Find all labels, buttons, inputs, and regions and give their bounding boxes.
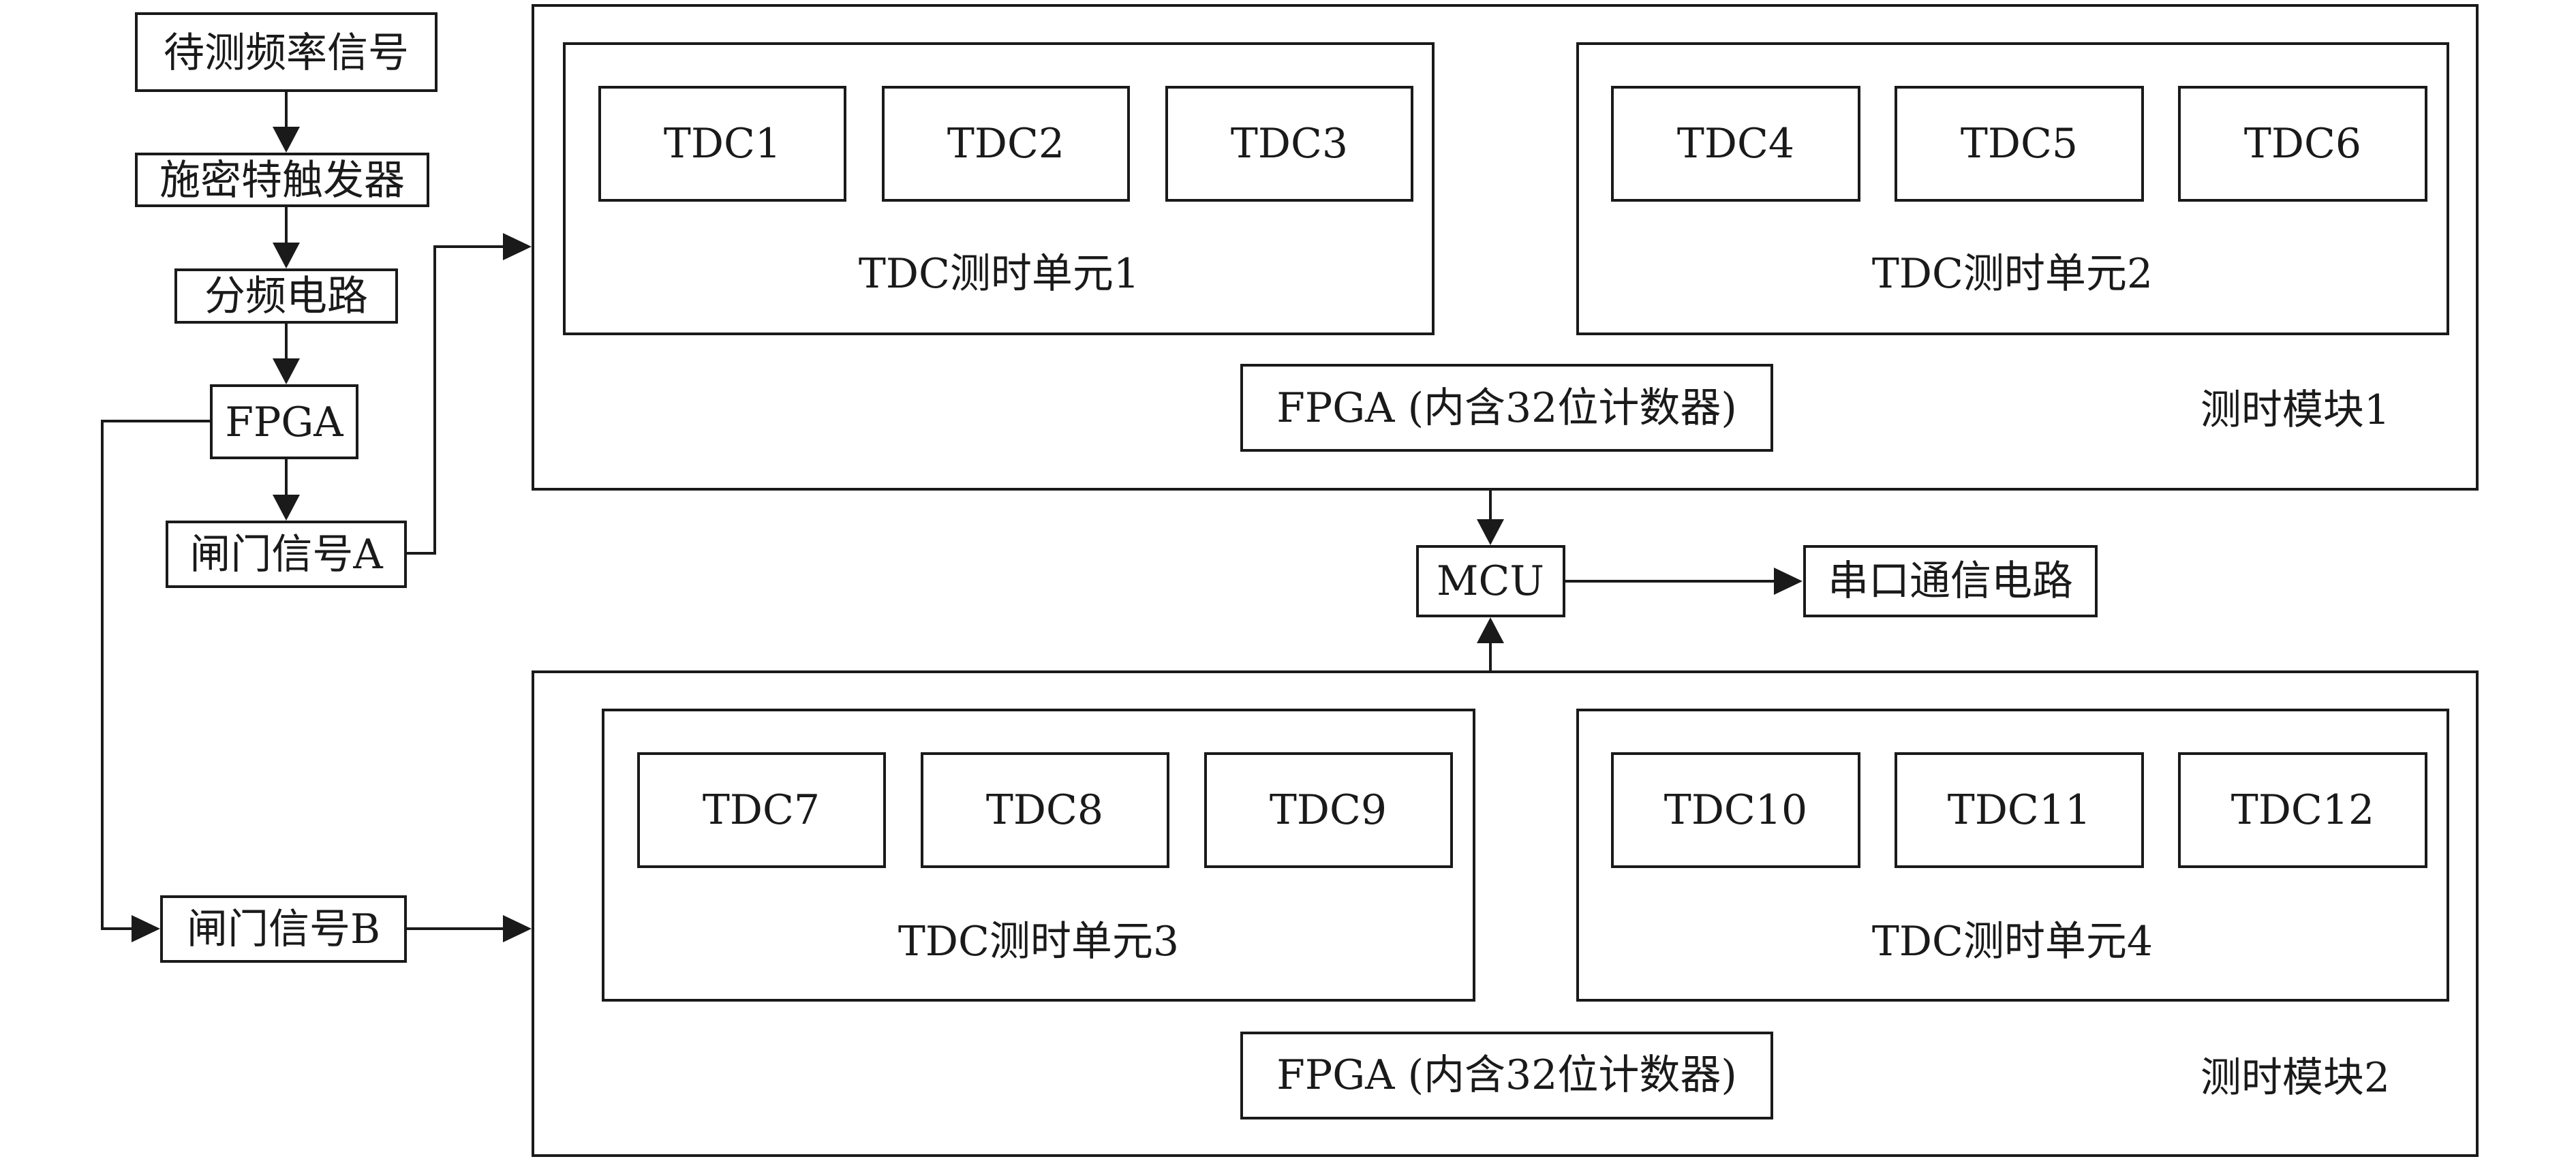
tdc-9: TDC9 (1204, 752, 1453, 868)
tdc-3-label: TDC3 (1231, 120, 1348, 168)
arrowhead-gate-b-to-module2 (503, 915, 532, 942)
timing-module-1: TDC1 TDC2 TDC3 TDC测时单元1 TDC4 TDC5 (532, 4, 2479, 491)
arrowhead-gate-a-to-module1 (503, 233, 532, 260)
tdc-6-label: TDC6 (2244, 120, 2361, 168)
schmitt-trigger-box: 施密特触发器 (135, 153, 429, 207)
tdc-5-label: TDC5 (1961, 120, 2078, 168)
tdc-unit-2: TDC4 TDC5 TDC6 TDC测时单元2 (1576, 42, 2449, 335)
tdc-2: TDC2 (882, 86, 1130, 202)
tdc-3: TDC3 (1165, 86, 1413, 202)
divider-box: 分频电路 (174, 268, 398, 324)
tdc-10-label: TDC10 (1664, 786, 1807, 834)
arrowhead-fpga-to-gate-b (132, 915, 160, 942)
tdc-10: TDC10 (1611, 752, 1860, 868)
arrowhead-divider-to-fpga (273, 358, 300, 384)
tdc-unit-3-label: TDC测时单元3 (898, 918, 1179, 965)
gate-a-box: 闸门信号A (166, 521, 407, 588)
tdc-unit-2-label: TDC测时单元2 (1872, 250, 2153, 298)
tdc-6: TDC6 (2178, 86, 2427, 202)
signal-box: 待测频率信号 (135, 12, 438, 92)
module-2-fpga: FPGA (内含32位计数器) (1240, 1032, 1773, 1119)
module-2-fpga-label: FPGA (内含32位计数器) (1276, 1051, 1737, 1099)
tdc-8: TDC8 (921, 752, 1169, 868)
arrowhead-schmitt-to-divider (273, 243, 300, 268)
module-1-fpga: FPGA (内含32位计数器) (1240, 364, 1773, 452)
tdc-2-label: TDC2 (947, 120, 1064, 168)
timing-module-2: TDC7 TDC8 TDC9 TDC测时单元3 TDC10 TDC11 (532, 670, 2479, 1157)
connectors (101, 91, 1803, 942)
gate-a-label: 闸门信号A (189, 531, 383, 578)
module-1-fpga-label: FPGA (内含32位计数器) (1276, 384, 1737, 432)
tdc-4-label: TDC4 (1677, 120, 1794, 168)
timing-module-1-label: 测时模块1 (2201, 386, 2390, 434)
gate-b-label: 闸门信号B (187, 906, 380, 953)
arrow-fpga-to-gate-b (101, 420, 211, 930)
tdc-1: TDC1 (598, 86, 846, 202)
tdc-1-label: TDC1 (664, 120, 781, 168)
arrowhead-module2-to-mcu (1477, 617, 1504, 643)
tdc-9-label: TDC9 (1270, 786, 1387, 834)
tdc-4: TDC4 (1611, 86, 1860, 202)
arrowhead-mcu-to-serial (1774, 568, 1803, 595)
tdc-5: TDC5 (1895, 86, 2144, 202)
tdc-8-label: TDC8 (986, 786, 1103, 834)
tdc-7: TDC7 (637, 752, 886, 868)
signal-label: 待测频率信号 (164, 29, 409, 77)
serial-comm-label: 串口通信电路 (1828, 557, 2073, 605)
arrowhead-module1-to-mcu (1477, 519, 1504, 545)
fpga-box: FPGA (210, 384, 358, 459)
arrow-gate-a-to-module1 (405, 245, 504, 555)
arrowhead-signal-to-schmitt (273, 127, 300, 153)
schmitt-trigger-label: 施密特触发器 (159, 157, 405, 204)
tdc-unit-1-label: TDC测时单元1 (859, 250, 1139, 298)
mcu-box: MCU (1416, 545, 1565, 617)
tdc-12: TDC12 (2178, 752, 2427, 868)
tdc-unit-1: TDC1 TDC2 TDC3 TDC测时单元1 (563, 42, 1435, 335)
tdc-unit-4-label: TDC测时单元4 (1872, 918, 2153, 965)
fpga-label: FPGA (225, 399, 343, 446)
gate-b-box: 闸门信号B (160, 895, 407, 963)
tdc-unit-4: TDC10 TDC11 TDC12 TDC测时单元4 (1576, 709, 2449, 1002)
arrowhead-fpga-to-gate-a (273, 495, 300, 521)
tdc-12-label: TDC12 (2231, 786, 2374, 834)
tdc-7-label: TDC7 (703, 786, 820, 834)
timing-module-2-label: 测时模块2 (2201, 1054, 2390, 1102)
tdc-11-label: TDC11 (1948, 786, 2091, 834)
tdc-11: TDC11 (1895, 752, 2144, 868)
tdc-unit-3: TDC7 TDC8 TDC9 TDC测时单元3 (602, 709, 1475, 1002)
serial-comm-box: 串口通信电路 (1803, 545, 2098, 617)
mcu-label: MCU (1437, 557, 1544, 605)
divider-label: 分频电路 (204, 273, 368, 320)
